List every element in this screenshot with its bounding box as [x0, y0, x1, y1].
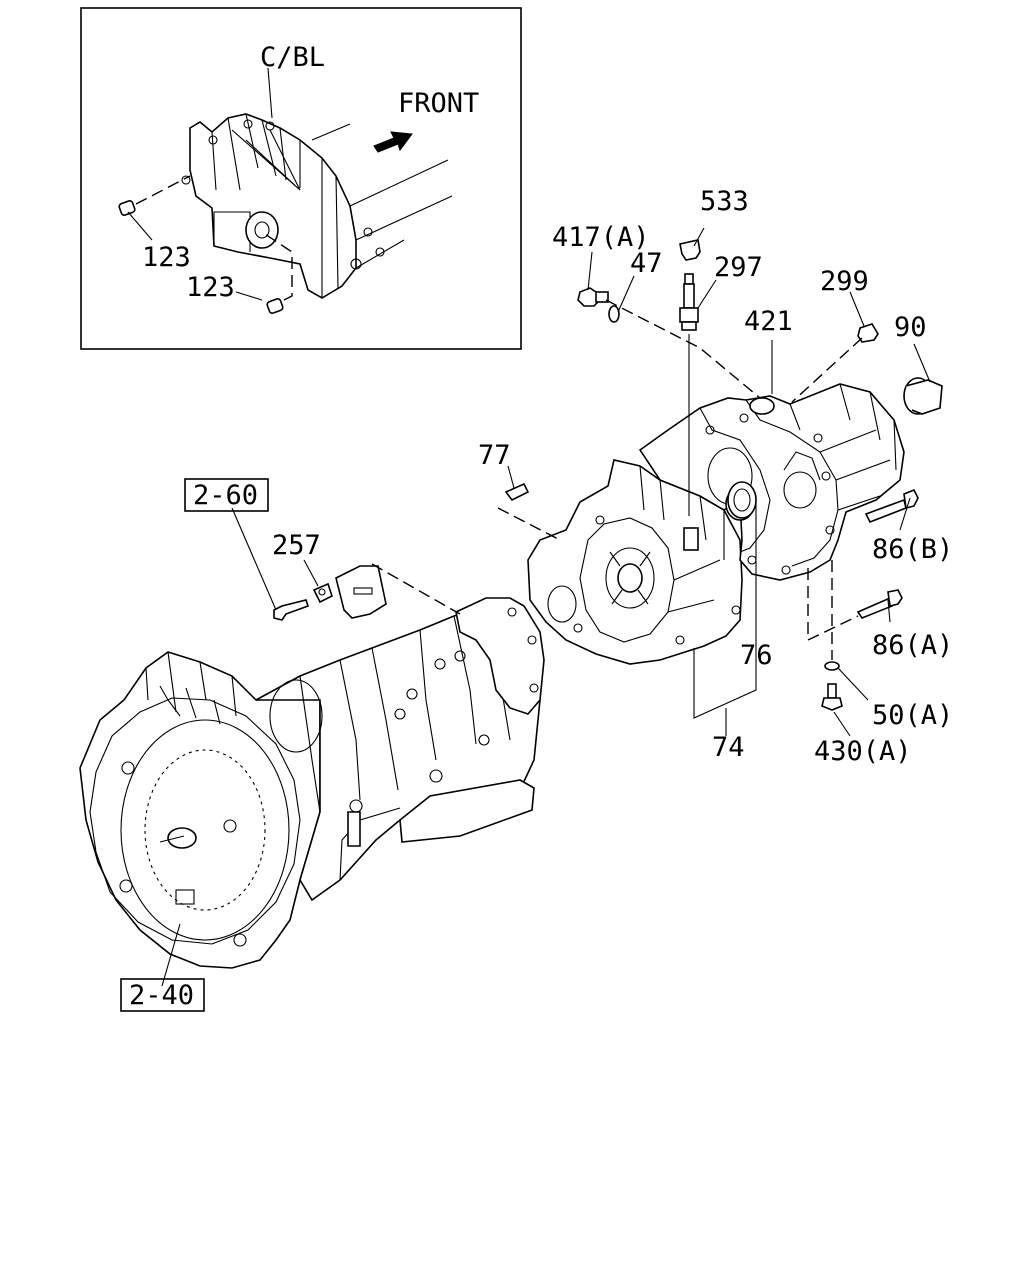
ref-box-2-40	[120, 978, 205, 1012]
inset-cbl-label: C/BL	[260, 42, 325, 73]
part-77-pin	[497, 465, 561, 541]
part-533-plug	[679, 227, 705, 261]
callout-417a: 417(A)	[552, 222, 650, 253]
part-297-sensor	[679, 273, 717, 516]
transmission-case	[255, 601, 541, 902]
oil-pan	[399, 779, 535, 843]
callout-533: 533	[700, 186, 749, 217]
part-76-seal	[727, 481, 757, 680]
part-86b-bolt	[864, 488, 919, 531]
inset-pin-123-lower	[261, 231, 293, 314]
transmission-assembly	[79, 597, 545, 987]
part-257-bracket	[273, 559, 461, 621]
inset-frame	[80, 7, 522, 350]
ref-2-60-label[interactable]: 2-60	[193, 480, 258, 511]
part-50a-washer	[824, 661, 869, 701]
part-299-plug	[849, 291, 879, 343]
part-430a-bolt	[821, 683, 851, 737]
part-74-bracket	[693, 648, 757, 736]
rear-adapter-plate	[455, 597, 545, 715]
callout-74: 74	[712, 732, 745, 763]
callout-421: 421	[744, 306, 793, 337]
callout-299: 299	[820, 266, 869, 297]
ref-2-40-label[interactable]: 2-40	[129, 980, 194, 1011]
callout-86a: 86(A)	[872, 630, 953, 661]
callout-90: 90	[894, 312, 927, 343]
ref-box-2-60	[184, 478, 269, 512]
inset-front-label: FRONT	[398, 88, 479, 119]
part-417a-bolt	[577, 251, 609, 307]
inset-detail: C/BL FRONT 123 123	[80, 7, 522, 350]
callout-430a: 430(A)	[814, 736, 912, 767]
inset-bracket-drawing	[181, 113, 453, 299]
callout-297: 297	[714, 252, 763, 283]
callout-76: 76	[740, 640, 773, 671]
part-90-seal	[903, 343, 943, 415]
inset-pin-123-upper	[118, 175, 191, 216]
callout-50a: 50(A)	[872, 700, 953, 731]
callout-77: 77	[478, 440, 511, 471]
front-arrow-icon	[373, 131, 413, 153]
part-86a-bolt	[856, 589, 903, 623]
callout-47: 47	[630, 248, 663, 279]
inset-part-123-upper-label: 123	[142, 242, 191, 273]
callout-86b: 86(B)	[872, 534, 953, 565]
inset-part-123-lower-label: 123	[186, 272, 235, 303]
part-47-washer	[608, 275, 635, 323]
transfer-case-rear-half	[638, 383, 905, 581]
callout-257: 257	[272, 530, 321, 561]
